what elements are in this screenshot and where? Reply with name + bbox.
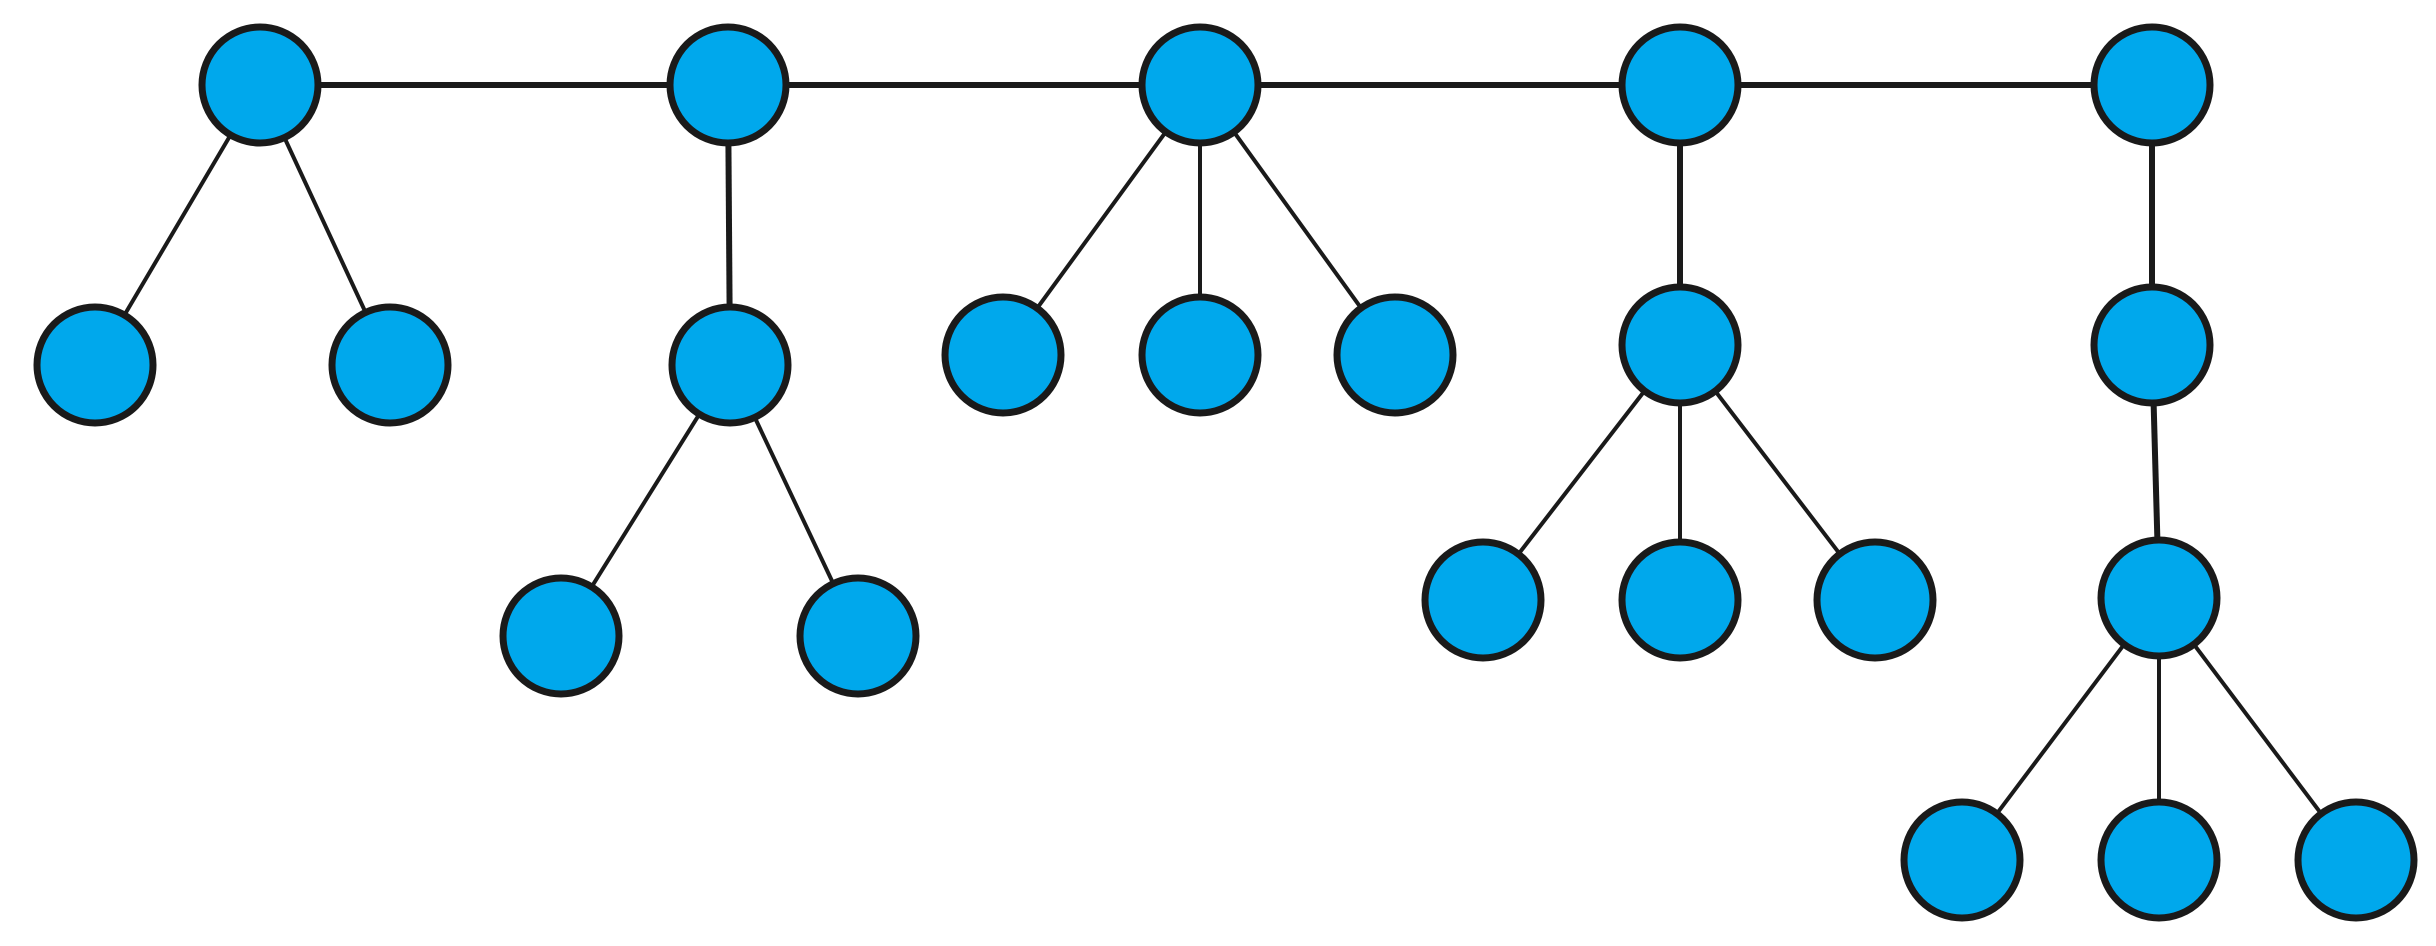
graph-edge — [121, 131, 234, 319]
graph-node[interactable] — [2090, 23, 2214, 147]
node-circle[interactable] — [2294, 798, 2418, 922]
node-circle[interactable] — [2090, 283, 2214, 407]
node-circle[interactable] — [796, 574, 920, 698]
graph-edge — [1711, 387, 1844, 558]
node-circle[interactable] — [1138, 23, 1262, 147]
node-circle[interactable] — [499, 574, 623, 698]
graph-node[interactable] — [941, 293, 1065, 417]
graph-node[interactable] — [2097, 536, 2221, 660]
node-circle[interactable] — [1138, 293, 1262, 417]
node-layer — [33, 23, 2418, 922]
edge-layer — [121, 82, 2325, 818]
graph-edge — [751, 413, 837, 588]
node-circle[interactable] — [1900, 798, 2024, 922]
node-circle[interactable] — [2097, 798, 2221, 922]
graph-node[interactable] — [2294, 798, 2418, 922]
graph-node[interactable] — [1333, 293, 1457, 417]
node-circle[interactable] — [1618, 23, 1742, 147]
graph-node[interactable] — [198, 23, 322, 147]
graph-node[interactable] — [796, 574, 920, 698]
graph-node[interactable] — [1813, 538, 1937, 662]
graph-node[interactable] — [1421, 538, 1545, 662]
graph-edge — [1033, 128, 1170, 312]
node-circle[interactable] — [1618, 538, 1742, 662]
node-circle[interactable] — [666, 23, 790, 147]
node-circle[interactable] — [198, 23, 322, 147]
graph-node[interactable] — [33, 303, 157, 427]
node-circle[interactable] — [1618, 283, 1742, 407]
node-circle[interactable] — [1813, 538, 1937, 662]
graph-edge — [281, 134, 369, 316]
graph-edge — [1230, 128, 1365, 312]
node-circle[interactable] — [2097, 536, 2221, 660]
node-circle[interactable] — [668, 303, 792, 427]
graph-node[interactable] — [328, 303, 452, 427]
node-circle[interactable] — [33, 303, 157, 427]
graph-node[interactable] — [1618, 538, 1742, 662]
graph-edge — [1515, 387, 1648, 558]
node-circle[interactable] — [328, 303, 452, 427]
graph-edge — [588, 410, 703, 591]
node-circle[interactable] — [1421, 538, 1545, 662]
graph-node[interactable] — [1138, 293, 1262, 417]
graph-edge — [2150, 399, 2161, 544]
graph-node[interactable] — [666, 23, 790, 147]
graph-node[interactable] — [1618, 23, 1742, 147]
graph-node[interactable] — [1138, 23, 1262, 147]
graph-edge — [725, 139, 733, 311]
node-circle[interactable] — [1333, 293, 1457, 417]
graph-node[interactable] — [1900, 798, 2024, 922]
graph-node[interactable] — [668, 303, 792, 427]
node-circle[interactable] — [941, 293, 1065, 417]
node-circle[interactable] — [2090, 23, 2214, 147]
graph-node[interactable] — [499, 574, 623, 698]
graph-edge — [2190, 640, 2325, 818]
graph-edge — [1993, 640, 2128, 818]
graph-node[interactable] — [2090, 283, 2214, 407]
graph-node[interactable] — [1618, 283, 1742, 407]
graph-node[interactable] — [2097, 798, 2221, 922]
